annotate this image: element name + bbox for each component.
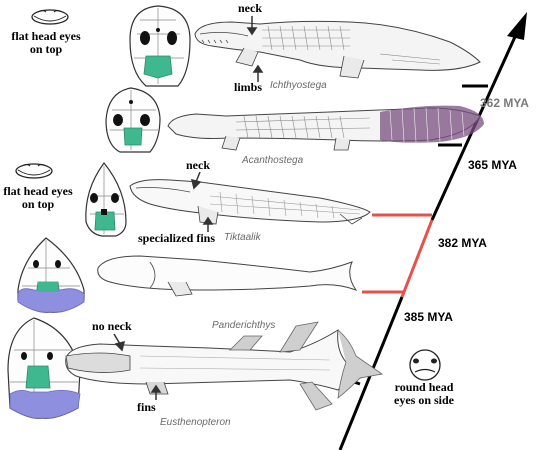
timeline-line-highlight — [400, 219, 434, 298]
species-tiktaalik: Tiktaalik — [224, 232, 261, 243]
species-eusthenopteron: Eusthenopteron — [160, 417, 231, 428]
tiktaalik-skull — [85, 162, 127, 237]
eusthenopteron-skull — [7, 317, 81, 419]
round-head-label: round head eyes on side — [394, 380, 454, 407]
mya-label-365: 365 MYA — [468, 158, 517, 172]
neck-label-ichthyostega: neck — [238, 1, 262, 15]
mya-label-385: 385 MYA — [404, 310, 453, 324]
species-panderichthys: Panderichthys — [212, 320, 276, 331]
timeline-arrowhead — [507, 12, 527, 40]
limbs-label: limbs — [234, 80, 263, 94]
arrow-tiktaalik-neck — [195, 171, 201, 183]
tiktaalik-drawing — [129, 179, 371, 225]
pointer-arrows — [113, 16, 264, 400]
round-head-icon — [409, 349, 441, 381]
acanthostega-drawing — [167, 105, 484, 151]
mya-label-362: 362 MYA — [480, 96, 529, 110]
specialized-fins-label: specialized fins — [138, 231, 215, 245]
no-neck-label: no neck — [92, 319, 132, 333]
fins-label: fins — [137, 400, 156, 414]
neck-label-tiktaalik: neck — [186, 158, 210, 172]
mya-label-382: 382 MYA — [438, 236, 487, 250]
acanthostega-skull — [105, 87, 161, 153]
arrow-eusthenopteron-neck — [113, 333, 121, 345]
panderichthys-drawing — [97, 255, 358, 297]
species-ichthyostega: Ichthyostega — [270, 80, 327, 91]
eusthenopteron-drawing — [65, 321, 384, 411]
flat-head-label-middle: flat head eyes on top — [3, 184, 73, 211]
species-acanthostega: Acanthostega — [242, 155, 304, 166]
flat-head-icon-middle — [15, 163, 53, 179]
flat-head-icon-top — [31, 9, 69, 25]
ichthyostega-skull — [129, 5, 191, 87]
ichthyostega-drawing — [194, 20, 481, 79]
panderichthys-skull — [17, 237, 85, 313]
flat-head-label-top: flat head eyes on top — [11, 29, 81, 56]
